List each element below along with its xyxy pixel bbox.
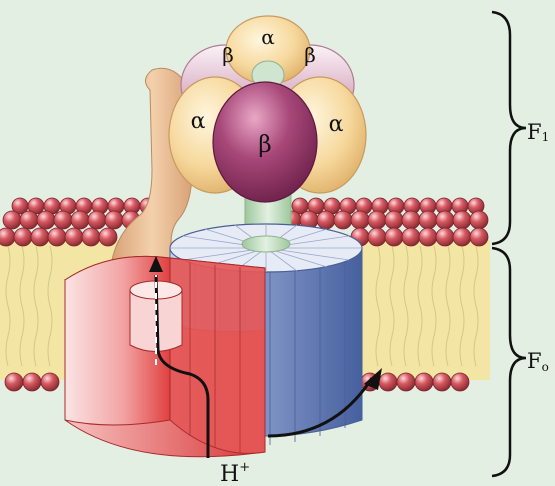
lipid-head	[432, 372, 452, 392]
proton-arrow-head	[149, 256, 163, 272]
membrane-lipid-heads	[0, 197, 489, 392]
lipid-head	[30, 227, 50, 247]
lipid-head	[53, 210, 73, 230]
lipid-head	[452, 227, 472, 247]
lipid-head	[469, 210, 489, 230]
lipid-head	[367, 210, 387, 230]
lipid-head	[2, 210, 22, 230]
lipid-head	[450, 372, 470, 392]
lipid-head	[64, 227, 84, 247]
lipid-head	[4, 372, 24, 392]
lipid-head	[401, 210, 421, 230]
lipid-head	[418, 210, 438, 230]
lipid-head	[316, 210, 336, 230]
rotation-arrow	[267, 368, 382, 438]
lipid-head	[435, 210, 455, 230]
lipid-head	[435, 227, 455, 247]
lipid-head	[70, 210, 90, 230]
lipid-head	[384, 210, 404, 230]
a-subunit	[64, 255, 266, 458]
lipid-head	[333, 210, 353, 230]
label-beta-back-right: β	[304, 43, 316, 67]
label-alpha-top: α	[261, 25, 275, 49]
lipid-head	[384, 227, 404, 247]
label-fo: Fo	[527, 349, 549, 374]
lipid-head	[87, 210, 107, 230]
lipid-head	[401, 227, 421, 247]
rotation-arrow-head	[364, 368, 382, 390]
label-alpha-right: α	[329, 112, 344, 137]
label-beta-front: β	[258, 132, 271, 158]
lipid-head	[452, 210, 472, 230]
label-alpha-left: α	[191, 109, 206, 134]
lipid-head	[414, 372, 434, 392]
lipid-head	[40, 372, 60, 392]
proton-path-arrow	[149, 256, 210, 458]
label-proton: H+	[220, 460, 250, 486]
beta-subunit-front	[212, 81, 318, 203]
lipid-head	[469, 227, 489, 247]
lipid-head	[104, 210, 124, 230]
lipid-head	[22, 372, 42, 392]
lipid-head	[418, 227, 438, 247]
lipid-head	[350, 210, 370, 230]
label-beta-back-left: β	[222, 43, 234, 67]
lipid-head	[0, 227, 16, 247]
central-stalk-base	[241, 235, 291, 253]
lipid-head	[36, 210, 56, 230]
lipid-head	[19, 210, 39, 230]
label-f1: F1	[527, 120, 549, 144]
lipid-head	[378, 372, 398, 392]
f1-brace	[491, 10, 527, 246]
lipid-head	[98, 227, 118, 247]
lipid-head	[367, 227, 387, 247]
lipid-head	[81, 227, 101, 247]
lipid-head	[396, 372, 416, 392]
fo-brace	[491, 246, 527, 478]
lipid-head	[47, 227, 67, 247]
lipid-head	[13, 227, 33, 247]
